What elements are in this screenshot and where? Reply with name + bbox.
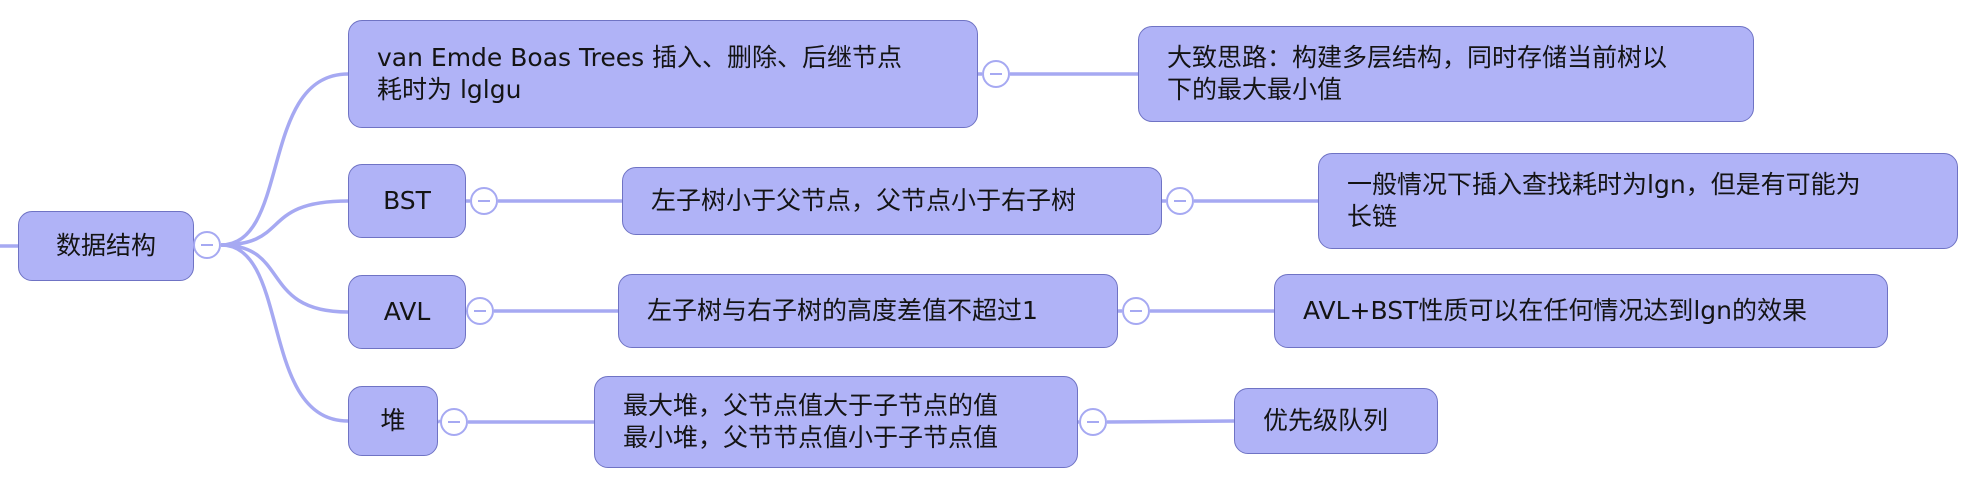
branch-3-child-node-1[interactable]: 左子树与右子树的高度差值不超过1	[618, 274, 1118, 348]
branch-node-2[interactable]: BST	[348, 164, 466, 238]
branch-2-child-node-1-text-line: 左子树小于父节点，父节点小于右子树	[651, 186, 1077, 215]
edge-branch-4-child-2	[1106, 419, 1235, 424]
branch-node-3-text-line: AVL	[383, 297, 431, 326]
edge-branch-4-to-toggle	[437, 419, 441, 424]
branch-1-child-node-1-text-line: 大致思路：构建多层结构，同时存储当前树以	[1167, 43, 1668, 72]
branch-4-child-node-2[interactable]: 优先级队列	[1234, 388, 1438, 454]
edge-root-to-branch-3	[220, 243, 349, 314]
branch-3-child-node-1-text-line: 左子树与右子树的高度差值不超过1	[647, 296, 1038, 325]
branch-node-3[interactable]: AVL	[348, 275, 466, 349]
branch-2-child-node-2-text-line: 长链	[1347, 202, 1398, 231]
branch-4-child-node-2-text-line: 优先级队列	[1263, 406, 1389, 435]
edge-root-to-branch-1	[220, 72, 349, 247]
root-node[interactable]: 数据结构	[18, 211, 194, 281]
edge-root-to-branch-4	[220, 243, 349, 423]
branch-4-child-node-1-text-line: 最大堆，父节点值大于子节点的值	[623, 391, 999, 420]
root-collapse-toggle-icon[interactable]	[193, 231, 221, 259]
branch-node-1-text-line: van Emde Boas Trees 插入、删除、后继节点	[377, 43, 903, 72]
branch-1-collapse-toggle-icon[interactable]	[982, 60, 1010, 88]
root-node-label: 数据结构	[55, 231, 156, 260]
branch-3-collapse-toggle-icon[interactable]	[466, 297, 494, 325]
branch-node-1-text-line: 耗时为 lglgu	[377, 75, 522, 104]
branch-node-2-text-line: BST	[383, 186, 431, 215]
branch-1-child-node-1-text-line: 下的最大最小值	[1167, 75, 1343, 104]
branch-3-child-node-2-text-line: AVL+BST性质可以在任何情况达到lgn的效果	[1303, 296, 1807, 325]
branch-2-collapse-toggle-icon[interactable]	[470, 187, 498, 215]
branch-4-child-1-collapse-toggle-icon[interactable]	[1079, 408, 1107, 436]
branch-3-child-1-collapse-toggle-icon[interactable]	[1122, 297, 1150, 325]
branch-2-child-node-2-text-line: 一般情况下插入查找耗时为lgn，但是有可能为	[1347, 170, 1861, 199]
branch-node-4-text-line: 堆	[380, 406, 406, 435]
branch-2-child-1-collapse-toggle-icon[interactable]	[1166, 187, 1194, 215]
branch-node-1[interactable]: van Emde Boas Trees 插入、删除、后继节点耗时为 lglgu	[348, 20, 978, 128]
branch-2-child-node-2[interactable]: 一般情况下插入查找耗时为lgn，但是有可能为长链	[1318, 153, 1958, 249]
branch-4-child-node-1[interactable]: 最大堆，父节点值大于子节点的值最小堆，父节节点值小于子节点值	[594, 376, 1078, 468]
branch-3-child-node-2[interactable]: AVL+BST性质可以在任何情况达到lgn的效果	[1274, 274, 1888, 348]
branch-node-4[interactable]: 堆	[348, 386, 438, 456]
edge-root-to-branch-2	[220, 199, 349, 247]
branch-2-child-node-1[interactable]: 左子树小于父节点，父节点小于右子树	[622, 167, 1162, 235]
branch-4-collapse-toggle-icon[interactable]	[440, 408, 468, 436]
branch-1-child-node-1[interactable]: 大致思路：构建多层结构，同时存储当前树以下的最大最小值	[1138, 26, 1754, 122]
branch-4-child-node-1-text-line: 最小堆，父节节点值小于子节点值	[623, 423, 999, 452]
